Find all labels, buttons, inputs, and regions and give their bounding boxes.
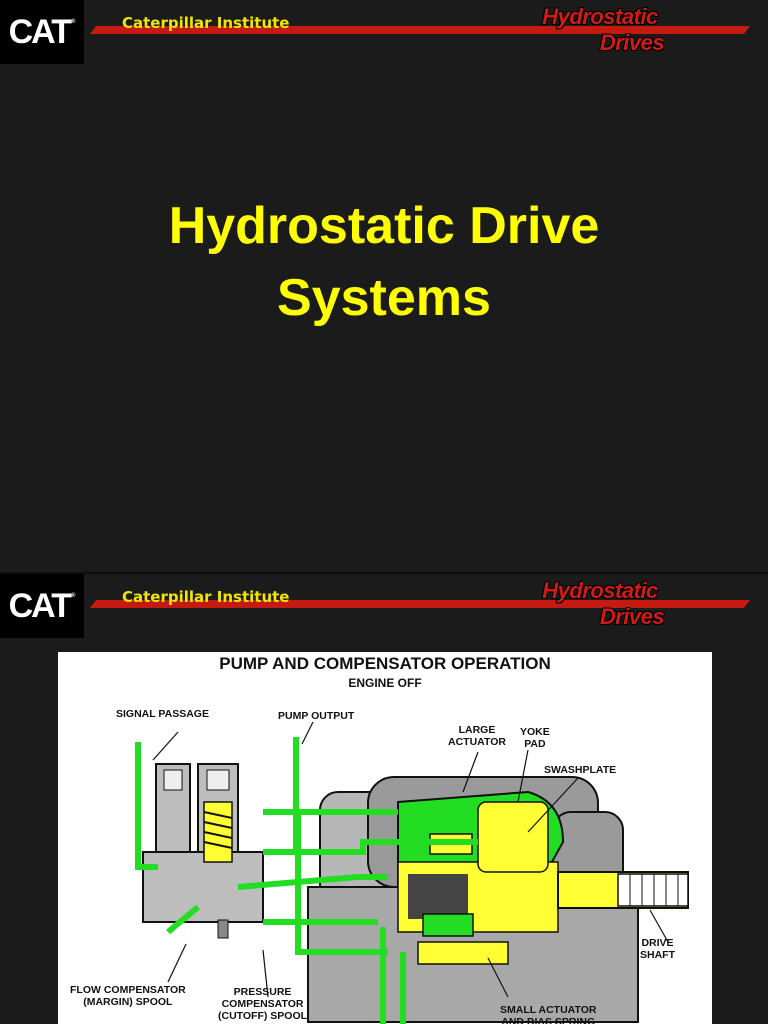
pump-illustration: [135, 721, 689, 1024]
label-pump-output: PUMP OUTPUT: [278, 710, 355, 722]
pump-diagram: PUMP AND COMPENSATOR OPERATION ENGINE OF…: [58, 652, 712, 1024]
slide-title-line1: Hydrostatic Drive: [168, 197, 600, 255]
institute-name: Caterpillar Institute: [122, 14, 290, 32]
cat-logo: CAT®: [0, 0, 84, 64]
label-large-actuator: LARGE ACTUATOR: [448, 724, 506, 748]
title-slide: CAT® Caterpillar Institute Hydrostatic D…: [0, 0, 768, 334]
label-drive-shaft: DRIVE SHAFT: [640, 937, 675, 961]
brand-title: Hydrostatic Drives: [515, 4, 685, 56]
label-pressure-compensator: PRESSURE COMPENSATOR (CUTOFF) SPOOL: [218, 986, 308, 1022]
cat-logo: CAT®: [0, 574, 84, 638]
figure-title: PUMP AND COMPENSATOR OPERATION: [219, 654, 551, 673]
label-yoke-pad: YOKE PAD: [520, 726, 550, 750]
label-small-actuator: SMALL ACTUATOR AND BIAS SPRING: [500, 1004, 597, 1024]
label-signal-passage: SIGNAL PASSAGE: [116, 708, 209, 720]
brand-title: Hydrostatic Drives: [515, 578, 685, 630]
institute-name: Caterpillar Institute: [122, 588, 290, 606]
slide-title: Hydrostatic Drive Systems: [0, 190, 768, 334]
figure-subtitle: ENGINE OFF: [348, 676, 422, 690]
red-stripe: [90, 600, 750, 608]
diagram-slide: CAT® Caterpillar Institute Hydrostatic D…: [0, 574, 768, 1024]
brand-line1: Hydrostatic: [542, 578, 658, 603]
brand-line2: Drives: [599, 30, 665, 55]
brand-line1: Hydrostatic: [542, 4, 658, 29]
slide-title-line2: Systems: [277, 269, 491, 327]
red-stripe: [90, 26, 750, 34]
slide-divider: [0, 572, 768, 574]
brand-line2: Drives: [599, 604, 665, 629]
label-flow-compensator: FLOW COMPENSATOR (MARGIN) SPOOL: [70, 984, 186, 1008]
label-swashplate: SWASHPLATE: [544, 764, 617, 776]
